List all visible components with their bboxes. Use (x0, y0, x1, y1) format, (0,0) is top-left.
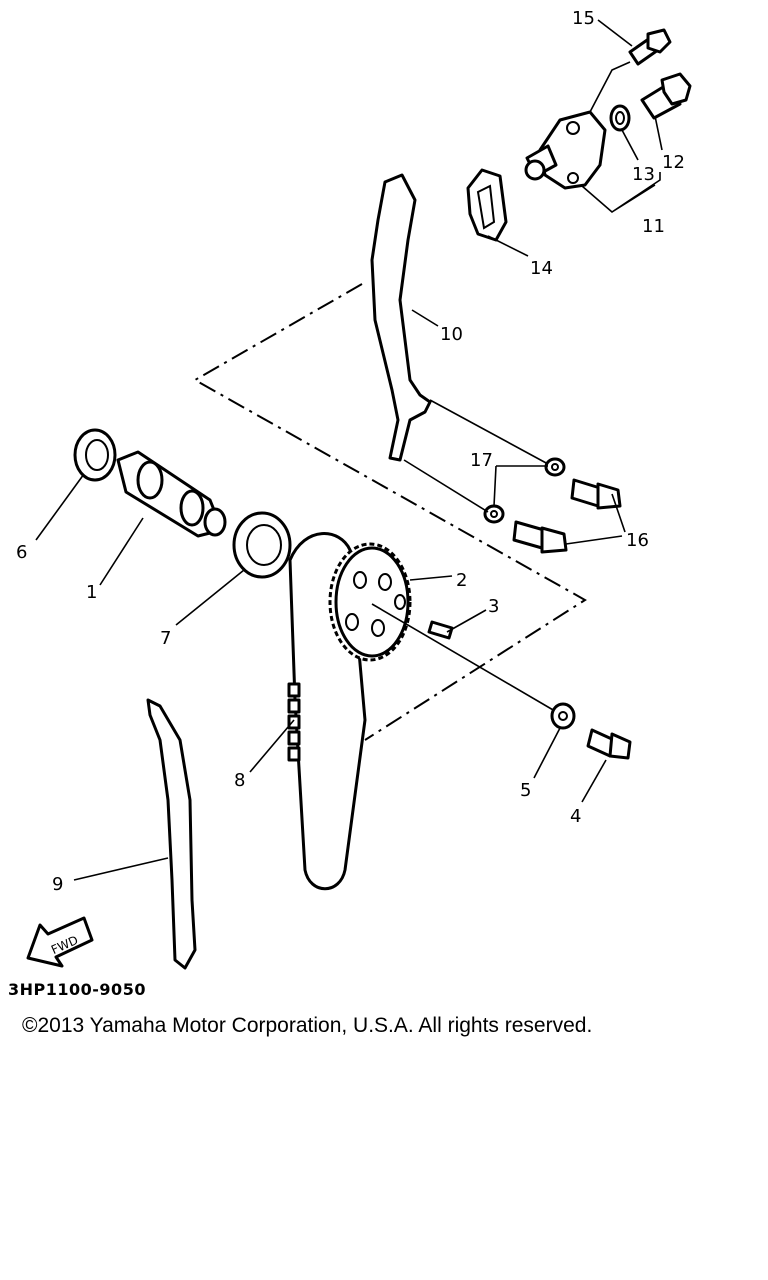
assembly-outline (192, 283, 587, 741)
camshaft-bearing-right (232, 511, 292, 579)
callout-5: 5 (520, 780, 531, 801)
callout-8: 8 (234, 770, 245, 791)
callout-14: 14 (530, 258, 553, 279)
tensioner-gasket (466, 168, 508, 242)
callout-13: 13 (632, 164, 655, 185)
drawing-code: 3HP1100-9050 (8, 980, 146, 999)
callout-15: 15 (572, 8, 595, 29)
callout-10: 10 (440, 324, 463, 345)
parts-diagram: FWD 15 12 13 11 14 10 17 16 6 1 7 (16, 8, 692, 970)
leader-lines (35, 19, 663, 881)
callout-16: 16 (626, 530, 649, 551)
callout-labels: 15 12 13 11 14 10 17 16 6 1 7 2 3 8 5 4 … (16, 8, 685, 895)
callout-7: 7 (160, 628, 171, 649)
camshaft (116, 450, 227, 538)
tensioner-cap-bolt (640, 72, 692, 120)
chain-links (287, 682, 301, 762)
sprocket-washer (550, 702, 576, 730)
chain-guide-upper (370, 173, 432, 462)
callout-1: 1 (86, 582, 97, 603)
callout-3: 3 (488, 596, 499, 617)
callout-2: 2 (456, 570, 467, 591)
callout-11: 11 (642, 216, 665, 237)
callout-12: 12 (662, 152, 685, 173)
tensioner-bolt (628, 28, 672, 66)
chain-guide-lower (146, 698, 197, 970)
dowel-pin (427, 620, 454, 640)
copyright-notice: ©2013 Yamaha Motor Corporation, U.S.A. A… (22, 1014, 593, 1037)
guide-washers (483, 457, 566, 524)
fwd-arrow: FWD (26, 916, 94, 968)
guide-bolts (512, 478, 622, 554)
tensioner-washer (609, 104, 631, 132)
callout-4: 4 (570, 806, 581, 827)
sprocket-bolt (586, 728, 632, 760)
camshaft-bearing-left (73, 428, 117, 482)
cam-sprocket (328, 542, 412, 662)
callout-6: 6 (16, 542, 27, 563)
tensioner-assembly (524, 110, 607, 190)
cam-chain (288, 532, 367, 891)
callout-9: 9 (52, 874, 63, 895)
callout-17: 17 (470, 450, 493, 471)
